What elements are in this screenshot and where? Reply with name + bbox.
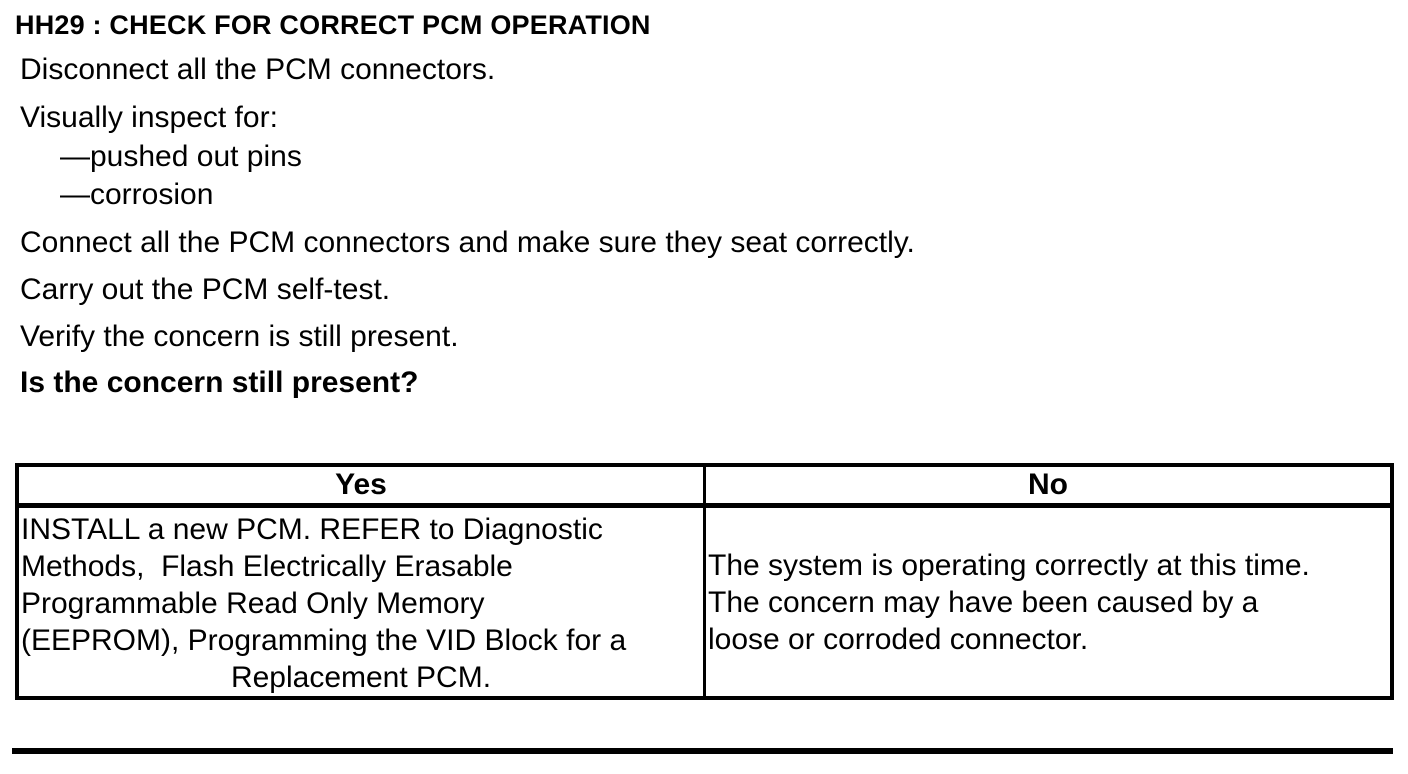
yes-no-decision-table: Yes No INSTALL a new PCM. REFER to Diagn… — [15, 463, 1394, 700]
page-bottom-divider — [12, 748, 1393, 754]
procedure-title: HH29 : CHECK FOR CORRECT PCM OPERATION — [15, 10, 651, 40]
step-verify-concern: Verify the concern is still present. — [20, 320, 459, 353]
inspect-item-corrosion: —corrosion — [60, 178, 214, 211]
no-action-cell: The system is operating correctly at thi… — [703, 505, 1392, 698]
yes-action-line: Programmable Read Only Memory — [21, 587, 485, 620]
no-column-header: No — [703, 465, 1392, 508]
document-page: HH29 : CHECK FOR CORRECT PCM OPERATION D… — [12, 10, 1394, 754]
step-disconnect-connectors: Disconnect all the PCM connectors. — [20, 53, 496, 86]
yes-action-cell: INSTALL a new PCM. REFER to Diagnostic M… — [17, 506, 705, 699]
question-concern-present: Is the concern still present? — [20, 366, 419, 399]
step-visually-inspect: Visually inspect for: — [20, 101, 278, 134]
yes-column-header: Yes — [17, 465, 705, 508]
no-action-line: The concern may have been caused by a — [708, 585, 1259, 619]
decision-table-body-row: INSTALL a new PCM. REFER to Diagnostic M… — [17, 505, 1392, 699]
step-connect-connectors: Connect all the PCM connectors and make … — [20, 226, 915, 259]
yes-action-line: INSTALL a new PCM. REFER to Diagnostic — [21, 513, 603, 546]
no-action-line: The system is operating correctly at thi… — [708, 548, 1310, 582]
yes-action-line: (EEPROM), Programming the VID Block for … — [21, 624, 627, 657]
yes-action-line: Replacement PCM. — [230, 661, 492, 694]
decision-table-header-row: Yes No — [17, 465, 1392, 508]
step-self-test: Carry out the PCM self-test. — [20, 273, 391, 306]
no-action-line: loose or corroded connector. — [708, 622, 1089, 656]
inspect-item-pushed-out-pins: —pushed out pins — [60, 140, 302, 173]
yes-action-line: Methods, Flash Electrically Erasable — [21, 550, 513, 583]
